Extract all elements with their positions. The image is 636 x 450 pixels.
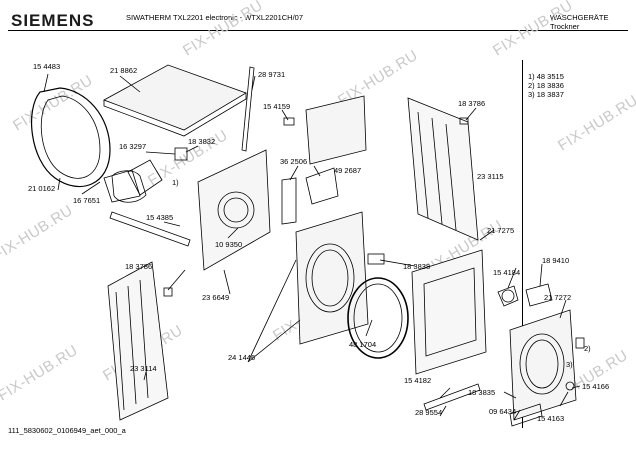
part-label: 21 7275 [487,226,515,235]
callout-marker: 3) [566,360,573,369]
part-label: 28 9731 [258,70,286,79]
part-label: 21 7272 [544,293,572,302]
part-label: 21 0162 [28,184,56,193]
part-label: 18 3832 [188,137,216,146]
header-divider [8,30,628,31]
part-label: 10 9350 [215,240,243,249]
note-line: 2) 18 3836 [528,81,564,90]
part-label: 21 8862 [110,66,138,75]
part-label: 16 3297 [119,142,147,151]
part-label: 16 7651 [73,196,101,205]
part-label: 23 6649 [202,293,230,302]
part-label: 18 3838 [403,262,431,271]
footer-code: 111_5830602_0106949_aet_000_a [8,426,126,435]
part-label: 24 1446 [228,353,256,362]
part-label: 15 4385 [146,213,174,222]
part-label: 48 1704 [349,340,377,349]
brand-logo: SIEMENS [11,11,95,30]
part-label: 15 4483 [33,62,61,71]
model-title: SIWATHERM TXL2201 electronic - WTXL2201C… [126,13,304,22]
part-label: 15 4166 [582,382,610,391]
part-label: 15 4182 [404,376,432,385]
notes-divider [522,60,523,428]
part-label: 15 4159 [263,102,291,111]
note-line: 3) 18 3837 [528,90,564,99]
part-label: 18 3786 [458,99,486,108]
note-line: 1) 48 3515 [528,72,564,81]
part-label: 09 6434 [489,407,517,416]
part-label: 18 3786 [125,262,153,271]
part-label: 28 9554 [415,408,443,417]
part-label: 18 9410 [542,256,570,265]
callout-marker: 2) [584,344,591,353]
subcategory-label: Trockner [550,22,580,31]
part-label: 36 2506 [280,157,308,166]
callout-marker: 1) [172,178,179,187]
part-label: 23 3114 [130,364,157,373]
part-label: 15 4184 [493,268,521,277]
part-label: 49 2687 [334,166,362,175]
part-label: 18 3835 [468,388,496,397]
part-label: 15 4163 [537,414,565,423]
category-label: WASCHGERÄTE [550,13,609,22]
part-label: 23 3115 [477,172,504,181]
